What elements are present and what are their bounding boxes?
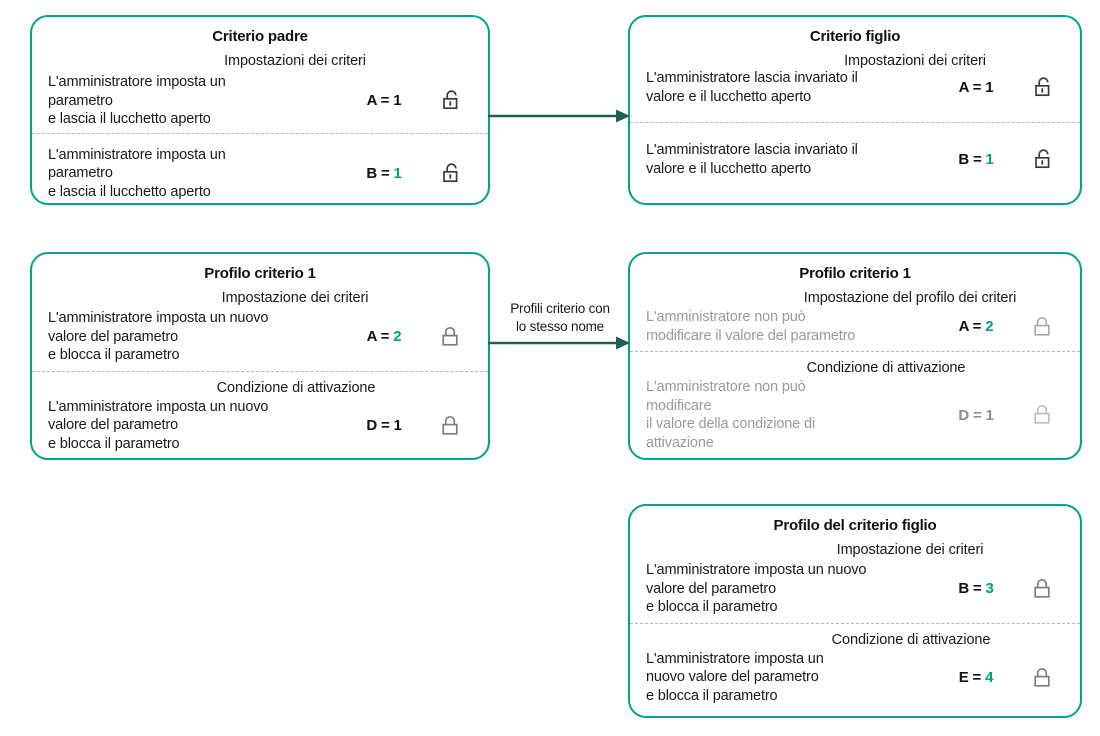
card-title: Profilo del criterio figlio	[773, 517, 937, 534]
policy-row: L'amministratore non può modificare il v…	[630, 308, 1080, 345]
section-label: Impostazioni dei criteri	[844, 53, 986, 69]
card-criterio-padre: Criterio padre Impostazioni dei criteri …	[30, 15, 490, 205]
row-description: L'amministratore lascia invariato il val…	[646, 142, 858, 177]
arrow-label: Profili criterio con lo stesso nome	[510, 301, 610, 334]
arrow-profile-to-profile	[488, 333, 632, 353]
section-label: Condizione di attivazione	[831, 631, 991, 648]
policy-row: Condizione di attivazione L'amministrato…	[32, 370, 488, 454]
policy-row: L'amministratore imposta un nuovo valore…	[32, 309, 488, 365]
row-description: L'amministratore non può modificare il v…	[646, 379, 815, 451]
lock-open-icon	[430, 162, 474, 186]
row-value: D = 1	[366, 417, 402, 435]
section-label: Impostazione dei criteri	[221, 290, 369, 306]
card-profilo-del-criterio-figlio: Profilo del criterio figlio Impostazione…	[628, 504, 1082, 718]
row-value: B = 1	[366, 165, 402, 183]
row-description: L'amministratore non può modificare il v…	[646, 309, 856, 344]
card-title: Criterio figlio	[809, 28, 901, 45]
policy-row: L'amministratore lascia invariato il val…	[630, 122, 1080, 178]
row-description: L'amministratore lascia invariato il val…	[646, 70, 858, 105]
policy-row: Condizione di attivazione L'amministrato…	[630, 351, 1080, 452]
lock-closed-icon	[1022, 403, 1066, 427]
card-profilo-criterio-1: Profilo criterio 1 Impostazione dei crit…	[30, 252, 490, 460]
policy-row: Condizione di attivazione L'amministrato…	[630, 622, 1080, 706]
policy-row: L'amministratore lascia invariato il val…	[630, 69, 1080, 106]
section-label: Impostazione dei criteri	[836, 542, 984, 558]
policy-row: L'amministratore imposta un parametro e …	[32, 132, 488, 202]
row-description: L'amministratore imposta un parametro e …	[48, 74, 226, 128]
lock-closed-icon	[1022, 666, 1066, 690]
row-value: A = 2	[366, 328, 402, 346]
card-criterio-figlio: Criterio figlio Impostazioni dei criteri…	[628, 15, 1082, 205]
card-title: Criterio padre	[212, 28, 308, 45]
policy-row: L'amministratore imposta un nuovo valore…	[630, 561, 1080, 617]
lock-closed-icon	[430, 414, 474, 438]
row-description: L'amministratore imposta un nuovo valore…	[646, 562, 867, 616]
row-value: B = 3	[958, 580, 994, 598]
section-label: Impostazione del profilo dei criteri	[803, 290, 1017, 306]
card-title: Profilo criterio 1	[204, 265, 316, 282]
section-label: Impostazioni dei criteri	[224, 53, 366, 69]
card-profilo-criterio-1-readonly: Profilo criterio 1 Impostazione del prof…	[628, 252, 1082, 460]
lock-closed-icon	[430, 325, 474, 349]
section-label: Condizione di attivazione	[806, 360, 966, 377]
row-value: A = 1	[366, 92, 402, 110]
row-description: L'amministratore imposta un parametro e …	[48, 146, 226, 200]
row-value: A = 1	[958, 79, 994, 97]
row-value: E = 4	[958, 669, 994, 687]
lock-closed-icon	[1022, 577, 1066, 601]
lock-closed-icon	[1022, 315, 1066, 339]
policy-row: L'amministratore imposta un parametro e …	[32, 73, 488, 129]
lock-open-icon	[1022, 148, 1066, 172]
section-label: Condizione di attivazione	[216, 379, 376, 396]
row-value: B = 1	[958, 151, 994, 169]
card-title: Profilo criterio 1	[799, 265, 911, 282]
row-description: L'amministratore imposta un nuovo valore…	[48, 310, 269, 364]
lock-open-icon	[430, 89, 474, 113]
arrow-parent-to-child	[488, 106, 632, 126]
lock-open-icon	[1022, 76, 1066, 100]
row-value: D = 1	[958, 406, 994, 424]
row-description: L'amministratore imposta un nuovo valore…	[646, 650, 824, 704]
row-value: A = 2	[958, 318, 994, 336]
row-description: L'amministratore imposta un nuovo valore…	[48, 398, 269, 452]
